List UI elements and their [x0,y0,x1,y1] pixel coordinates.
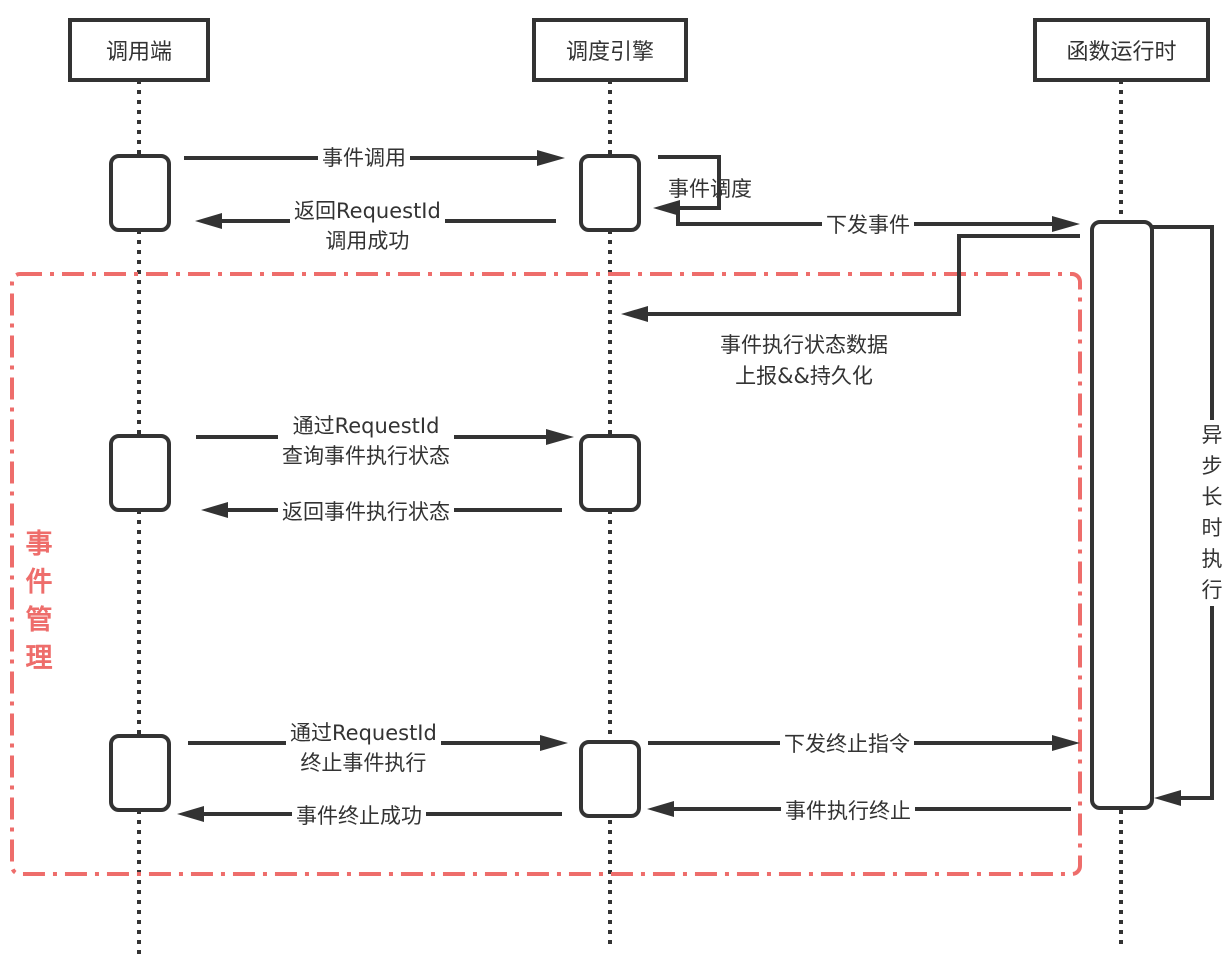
actor-engine-label: 调度引擎 [565,40,654,65]
message-exec-terminated-label: 事件执行终止 [781,797,915,825]
label-line: 事件执行状态数据 [720,333,888,357]
label-line: 终止事件执行 [300,751,427,775]
message-query-label: 通过RequestId 查询事件执行状态 [278,411,454,471]
label-line: 事件调度 [668,177,752,201]
label-line: 返回RequestId [294,199,441,223]
label-line: 返回事件执行状态 [282,500,450,524]
event-management-label: 事 件 管 理 [24,526,54,678]
label-char: 管 [25,605,53,636]
label-line: 下发终止指令 [784,732,910,756]
actor-caller-label: 调用端 [105,40,172,65]
label-char: 异 [1201,423,1223,447]
actor-engine: 调度引擎 [532,18,688,82]
label-line: 通过RequestId [292,414,440,438]
actor-caller: 调用端 [68,18,210,82]
message-query-return-label: 返回事件执行状态 [278,498,454,526]
label-char: 时 [1201,516,1223,540]
activation-caller-2 [109,434,171,512]
activation-engine-1 [579,154,641,232]
label-line: 调用成功 [325,229,410,253]
label-line: 事件执行终止 [785,799,911,823]
activation-runtime [1090,220,1154,810]
label-line: 通过RequestId [290,721,437,745]
message-report-arrow [621,234,1080,322]
message-terminate-success-label: 事件终止成功 [292,802,426,830]
label-line: 下发事件 [826,213,910,237]
label-line: 事件终止成功 [296,804,422,828]
message-return-id-label: 返回RequestId 调用成功 [290,196,445,256]
message-dispatch-arrow [676,210,1080,232]
label-char: 件 [25,567,53,598]
label-line: 事件调用 [322,146,406,170]
message-report-label: 事件执行状态数据 上报&&持久化 [720,330,888,392]
label-line: 上报&&持久化 [735,364,873,388]
message-async-exec-label: 异 步 长 时 执 行 [1199,420,1225,606]
activation-caller-1 [109,154,171,232]
message-dispatch-label: 下发事件 [822,211,914,239]
activation-engine-2 [579,434,641,512]
actor-runtime: 函数运行时 [1033,18,1210,82]
message-schedule-arrow [653,155,721,216]
activation-engine-3 [579,740,641,818]
message-invoke-label: 事件调用 [318,144,410,172]
label-char: 理 [25,643,53,674]
label-char: 长 [1201,485,1223,509]
activation-caller-3 [109,734,171,812]
label-char: 行 [1201,578,1223,602]
message-terminate-label: 通过RequestId 终止事件执行 [286,718,441,778]
label-line: 查询事件执行状态 [282,444,450,468]
message-terminate-cmd-label: 下发终止指令 [780,730,914,758]
label-char: 执 [1201,547,1223,571]
actor-runtime-label: 函数运行时 [1066,40,1177,65]
label-char: 事 [25,529,53,560]
message-schedule-label: 事件调度 [668,175,752,203]
event-management-frame [10,272,1082,876]
label-char: 步 [1201,454,1223,478]
